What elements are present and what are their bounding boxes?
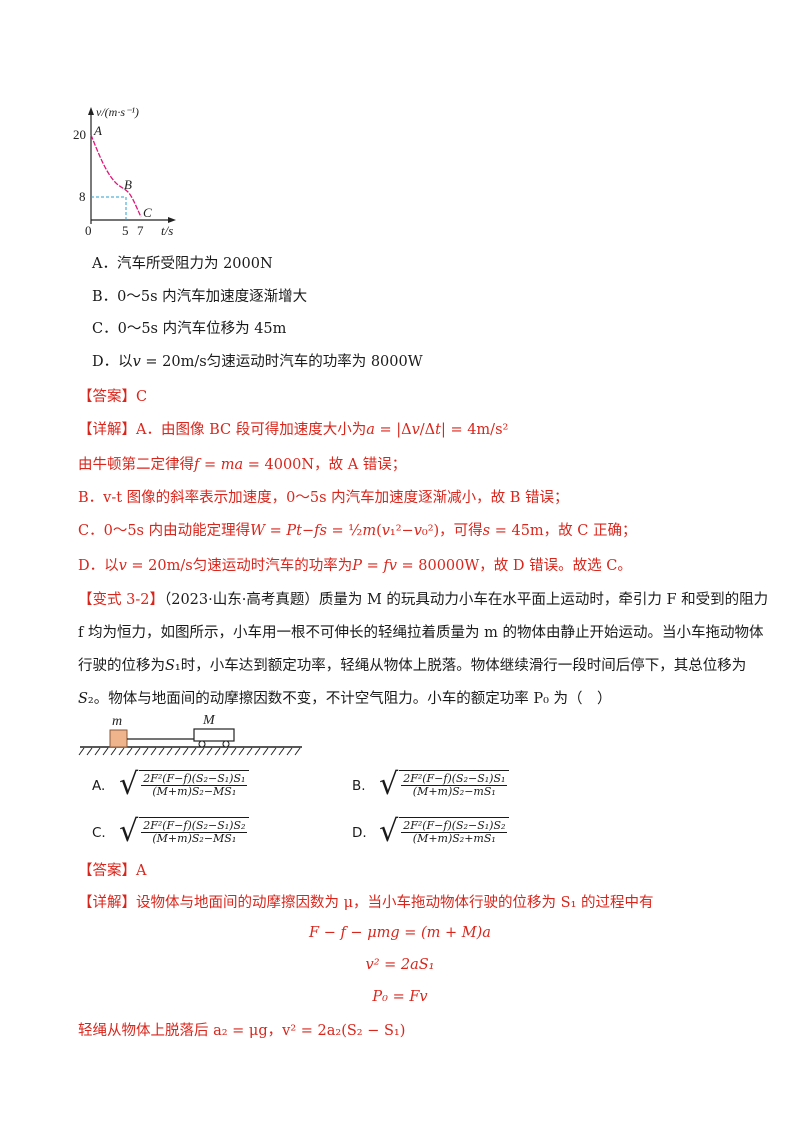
q2-last-line: 轻绳从物体上脱落后 a₂ = μg，v² = 2a₂(S₂ − S₁): [78, 1023, 406, 1039]
q2-option-a: A. √2F²(F−f)(S₂−S₁)S₁(M+m)S₂−MS₁: [92, 770, 250, 800]
q2-equation-2: v² = 2aS₁: [365, 957, 435, 973]
q2-option-c: C. √2F²(F−f)(S₂−S₁)S₂(M+m)S₂−MS₁: [92, 817, 250, 847]
y-axis-arrow: [88, 107, 94, 115]
y-tick-8: 8: [79, 189, 86, 204]
q2-option-c-sqrt: √2F²(F−f)(S₂−S₁)S₂(M+m)S₂−MS₁: [119, 817, 250, 847]
q2-option-b-label: B.: [352, 777, 366, 794]
q2-option-a-label: A.: [92, 777, 106, 794]
q1-option-d: D．以𝑣 = 20m/s匀速运动时汽车的功率为 8000W: [92, 354, 423, 370]
q2-option-c-label: C.: [92, 824, 106, 841]
x-tick-7: 7: [137, 223, 144, 238]
q2-option-d-num: 2F²(F−f)(S₂−S₁)S₂: [401, 819, 508, 834]
q2-option-b-num: 2F²(F−f)(S₂−S₁)S₁: [401, 772, 508, 787]
q2-stem-text-1: （2023·山东·高考真题）质量为 M 的玩具动力小车在水平面上运动时，牵引力 …: [163, 592, 769, 608]
vt-graph: v/(m·s⁻¹) 20 8 0 5 7 t/s A B C: [73, 105, 176, 238]
x-axis-arrow: [168, 217, 176, 223]
cart-wheel-left: [198, 740, 206, 748]
q1-option-b: B．0～5s 内汽车加速度逐渐增大: [92, 289, 308, 305]
cart-wheel-right: [222, 740, 230, 748]
y-tick-20: 20: [73, 127, 86, 142]
q2-option-b: B. √2F²(F−f)(S₂−S₁)S₁(M+m)S₂−mS₁: [352, 770, 510, 800]
q2-stem-line-2: f 均为恒力，如图所示，小车用一根不可伸长的轻绳拉着质量为 m 的物体由静止开始…: [78, 625, 764, 641]
q2-option-b-sqrt: √2F²(F−f)(S₂−S₁)S₁(M+m)S₂−mS₁: [379, 770, 510, 800]
q2-option-a-sqrt: √2F²(F−f)(S₂−S₁)S₁(M+m)S₂−MS₁: [119, 770, 250, 800]
q2-equation-3: P₀ = Fv: [372, 989, 428, 1005]
q2-answer: 【答案】A: [78, 863, 147, 879]
label-M: M: [202, 713, 216, 728]
q2-option-d-label: D.: [352, 824, 367, 841]
q1-option-a: A．汽车所受阻力为 2000N: [92, 256, 273, 272]
point-b-label: B: [124, 177, 132, 192]
q2-option-b-den: (M+m)S₂−mS₁: [412, 785, 496, 799]
q1-detail-line-3: B．v-t 图像的斜率表示加速度，0～5s 内汽车加速度逐渐减小，故 B 错误；: [78, 490, 569, 506]
q2-stem-line-3: 行驶的位移为𝑆₁时，小车达到额定功率，轻绳从物体上脱落。物体继续滑行一段时间后停…: [78, 658, 747, 674]
q1-detail-line-2: 由牛顿第二定律得𝑓 = 𝑚𝑎 = 4000N，故 A 错误；: [78, 457, 407, 473]
q2-tag: 【变式 3-2】: [78, 592, 164, 608]
point-a-label: A: [93, 123, 102, 138]
cart-figure: m M: [78, 713, 302, 756]
x-axis-label: t/s: [161, 223, 173, 238]
q2-option-d-den: (M+m)S₂+mS₁: [412, 832, 496, 846]
q2-option-a-num: 2F²(F−f)(S₂−S₁)S₁: [141, 772, 248, 787]
q2-stem-line-1: 【变式 3-2】（2023·山东·高考真题）质量为 M 的玩具动力小车在水平面上…: [78, 588, 768, 609]
q2-detail-intro: 【详解】设物体与地面间的动摩擦因数为 μ，当小车拖动物体行驶的位移为 S₁ 的过…: [78, 895, 654, 911]
q2-stem-line-4: 𝑆₂。物体与地面间的动摩擦因数不变，不计空气阻力。小车的额定功率 P₀ 为（ ）: [78, 691, 612, 707]
point-c-label: C: [143, 205, 152, 220]
cart-body: [193, 728, 235, 742]
x-tick-5: 5: [122, 223, 129, 238]
q1-detail-line-1: 【详解】A．由图像 BC 段可得加速度大小为𝑎 = |Δ𝑣/Δ𝑡| = 4m/s…: [78, 422, 509, 438]
q2-option-c-den: (M+m)S₂−MS₁: [152, 832, 237, 846]
q2-option-d-sqrt: √2F²(F−f)(S₂−S₁)S₂(M+m)S₂+mS₁: [379, 817, 510, 847]
y-axis-label: v/(m·s⁻¹): [96, 105, 139, 119]
q2-equation-1: F − f − μmg = (m + M)a: [309, 925, 491, 941]
label-m: m: [112, 714, 122, 729]
block-m: [109, 729, 128, 748]
q2-option-d: D. √2F²(F−f)(S₂−S₁)S₂(M+m)S₂+mS₁: [352, 817, 510, 847]
q1-detail-line-5: D．以𝑣 = 20m/s匀速运动时汽车的功率为𝑃 = 𝑓𝑣 = 80000W，故…: [78, 558, 632, 574]
q1-option-c: C．0～5s 内汽车位移为 45m: [92, 321, 287, 337]
velocity-curve: [90, 134, 142, 218]
q2-option-a-den: (M+m)S₂−MS₁: [152, 785, 237, 799]
q1-answer: 【答案】C: [78, 389, 148, 405]
q2-option-c-num: 2F²(F−f)(S₂−S₁)S₂: [141, 819, 248, 834]
ground-hatch: [78, 747, 301, 756]
q1-detail-line-4: C．0～5s 内由动能定理得𝑊 = 𝑃𝑡−𝑓𝑠 = ½𝑚(𝑣₁²−𝑣₀²)，可得…: [78, 523, 637, 539]
x-tick-0: 0: [85, 223, 92, 238]
